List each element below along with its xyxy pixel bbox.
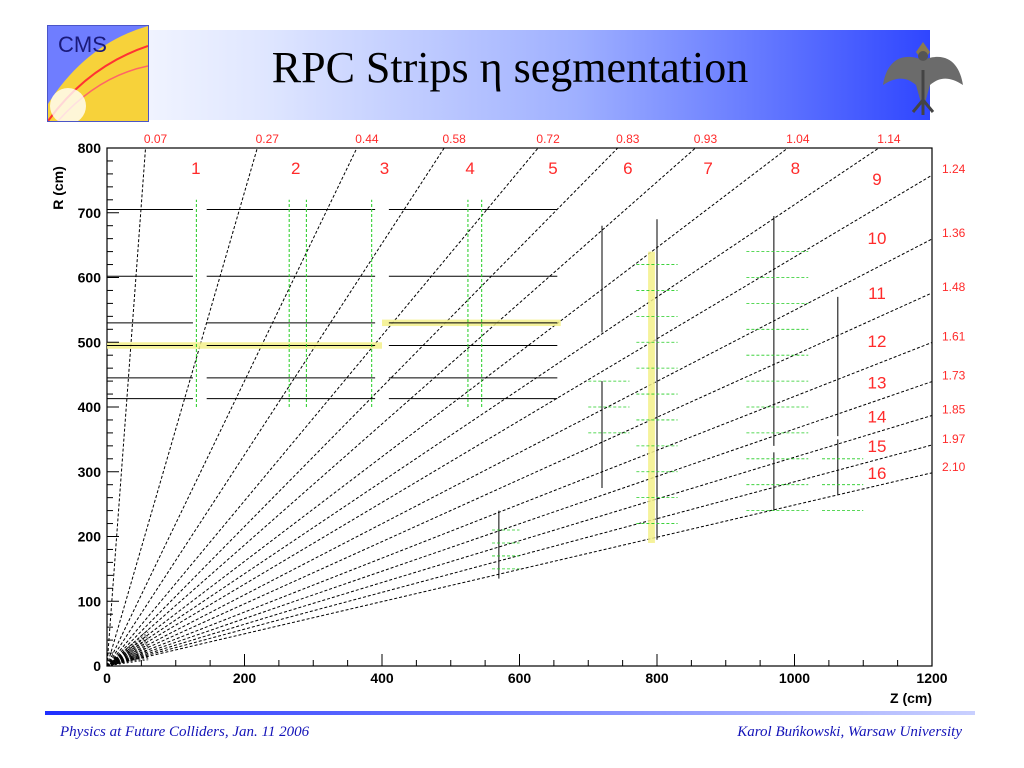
- eta-label-top: 0.27: [256, 132, 280, 146]
- x-tick-label: 1200: [916, 670, 947, 686]
- eta-label-right: 2.10: [942, 460, 966, 474]
- eta-line: [107, 444, 932, 666]
- x-tick-label: 0: [103, 670, 111, 686]
- eta-fan-line: [107, 647, 149, 666]
- eta-fan-line: [107, 648, 149, 666]
- eta-fan-line: [107, 657, 149, 666]
- footer-divider: [45, 711, 975, 715]
- axes: 0 200 400 600 800 1000 1200 0 100 200 300 400 500 600…: [78, 140, 948, 686]
- eta-label-top: 0.93: [694, 132, 718, 146]
- eta-fan-line: [107, 654, 149, 666]
- eagle-emblem-icon: [878, 30, 968, 120]
- eta-label-right: 1.24: [942, 162, 966, 176]
- y-tick-label: 0: [93, 658, 101, 674]
- eta-label-right: 1.61: [942, 329, 966, 343]
- plot-area: [106, 147, 933, 667]
- eta-label-top: 0.72: [536, 132, 560, 146]
- eta-label-top: 0.44: [355, 132, 379, 146]
- chambers: [107, 199, 864, 579]
- eta-line: [107, 472, 932, 666]
- eta-lines: [107, 148, 932, 666]
- plot-frame: [106, 147, 933, 667]
- eta-fan-line: [107, 655, 149, 666]
- slide-title: RPC Strips η segmentation: [271, 43, 749, 92]
- eta-labels: 0.07 0.27 0.44 0.58 0.72 0.83 0.93 1.04 1.14 1.24…: [144, 132, 966, 474]
- eta-line: [107, 381, 932, 666]
- eta-label-right: 1.36: [942, 226, 966, 240]
- eta-label-right: 1.85: [942, 402, 966, 416]
- eta-label-top: 0.58: [443, 132, 467, 146]
- eta-label-top: 0.07: [144, 132, 168, 146]
- y-tick-label: 400: [78, 399, 102, 415]
- partition-number: 9: [872, 170, 881, 189]
- header-gradient-band: [45, 30, 930, 120]
- partition-number: 10: [868, 229, 887, 248]
- x-tick-label: 1000: [779, 670, 810, 686]
- eta-line: [107, 414, 932, 666]
- partition-number: 1: [191, 159, 200, 178]
- eta-fan-line: [107, 658, 149, 666]
- y-tick-label: 300: [78, 464, 102, 480]
- eta-label-top: 1.14: [877, 132, 901, 146]
- y-tick-label: 500: [78, 334, 102, 350]
- cms-logo-text: CMS: [58, 32, 107, 57]
- partition-number: 3: [380, 159, 389, 178]
- y-tick-label: 200: [78, 529, 102, 545]
- eta-fan-line: [107, 629, 149, 666]
- eta-line: [107, 341, 932, 666]
- eta-line: [107, 148, 358, 666]
- eta-fan-line: [107, 651, 149, 666]
- footer-event: Physics at Future Colliders, Jan. 11 200…: [60, 724, 310, 740]
- x-tick-label: 200: [233, 670, 257, 686]
- eta-label-right: 1.73: [942, 369, 966, 383]
- partition-number: 13: [868, 373, 887, 392]
- partition-number: 6: [623, 159, 632, 178]
- eta-label-right: 1.97: [942, 432, 966, 446]
- partition-number: 7: [703, 159, 712, 178]
- partition-number: 11: [868, 284, 886, 303]
- y-tick-label: 800: [78, 140, 102, 156]
- x-axis-label: Z (cm): [890, 690, 932, 706]
- eta-line: [107, 148, 147, 666]
- x-tick-label: 800: [645, 670, 669, 686]
- eta-label-top: 0.83: [616, 132, 640, 146]
- partition-number: 8: [791, 159, 800, 178]
- y-axis-label: R (cm): [50, 166, 66, 210]
- eta-fan-line: [107, 653, 149, 666]
- rpc-eta-chart: 0 200 400 600 800 1000 1200 0 100 200 300 400 500 600…: [40, 128, 985, 708]
- footer-author: Karol Buńkowski, Warsaw University: [737, 724, 962, 740]
- partition-number: 16: [868, 464, 887, 483]
- slide-header: CMS RPC Strips η segmentation: [0, 0, 1024, 125]
- yellow-highlight: [648, 251, 655, 543]
- partition-number: 14: [868, 407, 887, 426]
- eta-line: [107, 292, 932, 666]
- eta-label-right: 1.48: [942, 280, 966, 294]
- x-tick-label: 600: [508, 670, 532, 686]
- x-tick-label: 400: [370, 670, 394, 686]
- eta-line: [107, 148, 539, 666]
- cms-logo: CMS: [38, 25, 149, 124]
- eta-line: [107, 148, 696, 666]
- eta-fan-line: [107, 650, 149, 666]
- partition-number: 15: [868, 437, 887, 456]
- eta-label-top: 1.04: [786, 132, 810, 146]
- y-tick-label: 600: [78, 270, 102, 286]
- partition-number: 2: [291, 159, 300, 178]
- eta-line: [107, 148, 789, 666]
- partition-number: 12: [868, 332, 887, 351]
- y-tick-label: 700: [78, 205, 102, 221]
- y-tick-label: 100: [78, 593, 102, 609]
- eta-line: [107, 148, 445, 666]
- eta-line: [107, 148, 619, 666]
- partition-number: 4: [465, 159, 474, 178]
- partition-number: 5: [548, 159, 557, 178]
- eta-fan-line: [107, 659, 149, 666]
